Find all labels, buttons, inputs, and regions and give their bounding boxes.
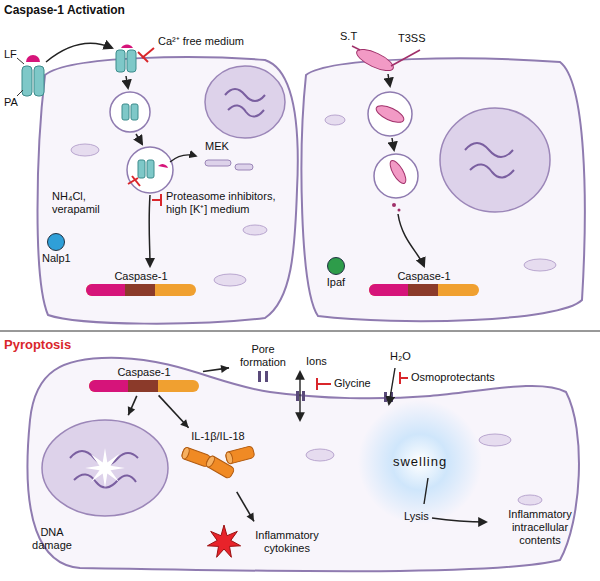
shape-part	[128, 396, 137, 415]
text-label: PA	[4, 96, 18, 109]
text-label: Osmoprotectants	[411, 371, 495, 384]
node-text: Pore formation	[232, 343, 294, 369]
shape-part	[89, 380, 199, 392]
nalp1-node: Nalp1	[42, 232, 71, 265]
shape-part	[42, 420, 168, 516]
node-text: Nalp1	[42, 252, 71, 265]
node-text: Ipaf	[327, 276, 345, 289]
connector	[159, 395, 189, 427]
text-label: Proteasome inhibitors, high [K⁺] medium	[166, 190, 288, 216]
cell	[27, 358, 579, 571]
text-label: LF	[4, 48, 17, 61]
node-text: Caspase-1	[117, 366, 170, 379]
shape-part	[85, 448, 125, 488]
shape-part	[180, 419, 188, 428]
shape-part	[86, 284, 196, 296]
node-shape	[88, 379, 200, 393]
nucleus: DNA damage	[40, 418, 170, 518]
shape-part	[181, 447, 191, 460]
node-text: DNA damage	[26, 526, 78, 552]
shape-part	[237, 492, 254, 522]
text-label: S.T	[340, 30, 357, 43]
shape-part	[225, 446, 255, 465]
shape-part	[258, 371, 261, 382]
shape-part	[221, 365, 229, 373]
shape-part	[328, 258, 345, 275]
swelling-zone: swelling	[358, 410, 482, 514]
shape-part	[207, 525, 240, 557]
text-label: MEK	[205, 140, 229, 153]
node-shape	[40, 418, 170, 518]
node-shape	[205, 524, 243, 560]
shape-part	[247, 512, 254, 521]
shape-part	[159, 395, 189, 427]
node-shape	[256, 369, 270, 383]
node-shape	[176, 443, 260, 489]
caspase-bar: Caspase-1	[368, 270, 480, 297]
node-text: IL-1β/IL-18	[191, 430, 244, 443]
shape-part	[225, 446, 255, 465]
shape-part	[408, 284, 438, 296]
shape-part	[128, 406, 135, 415]
text-label: T3SS	[398, 32, 426, 45]
node-shape	[326, 256, 346, 276]
node-shape	[46, 232, 66, 252]
text-label: Inflammatory intracellular contents	[490, 508, 590, 548]
shape-part	[205, 455, 216, 468]
text-label: H₂O	[390, 350, 411, 363]
node-shape	[368, 283, 480, 297]
shape-part	[225, 451, 234, 464]
cell	[302, 58, 585, 321]
text-label: Glycine	[334, 377, 371, 390]
text-label: Ca²⁺ free medium	[158, 35, 244, 48]
text-label: Caspase-1 Activation	[4, 3, 125, 17]
connector	[237, 492, 254, 522]
cytokine-precursor: IL-1β/IL-18	[176, 430, 260, 489]
caspase-bar: Caspase-1	[85, 270, 197, 297]
cytokine-burst: Inflammatory cytokines	[205, 524, 327, 560]
caspase-bar: Caspase-1	[88, 366, 200, 393]
ipaf-node: Ipaf	[326, 256, 346, 289]
divider	[0, 331, 600, 332]
shape-part	[128, 380, 158, 392]
node-text: Inflammatory cytokines	[247, 529, 327, 555]
connector	[203, 365, 229, 373]
node-text: swelling	[393, 454, 447, 470]
text-label: Lysis	[404, 510, 429, 523]
shape-part	[369, 284, 479, 296]
shape-part	[265, 371, 268, 382]
text-label: Ions	[306, 355, 327, 368]
node-text: Caspase-1	[397, 270, 450, 283]
pore-node: Pore formation	[232, 343, 294, 383]
shape-part	[48, 234, 65, 251]
node-text: Caspase-1	[114, 270, 167, 283]
node-shape	[85, 283, 197, 297]
text-label: Pyroptosis	[4, 337, 71, 353]
cell	[38, 57, 298, 323]
shape-part	[125, 284, 155, 296]
connector	[128, 396, 137, 415]
text-label: NH₄Cl, verapamil	[52, 190, 124, 216]
